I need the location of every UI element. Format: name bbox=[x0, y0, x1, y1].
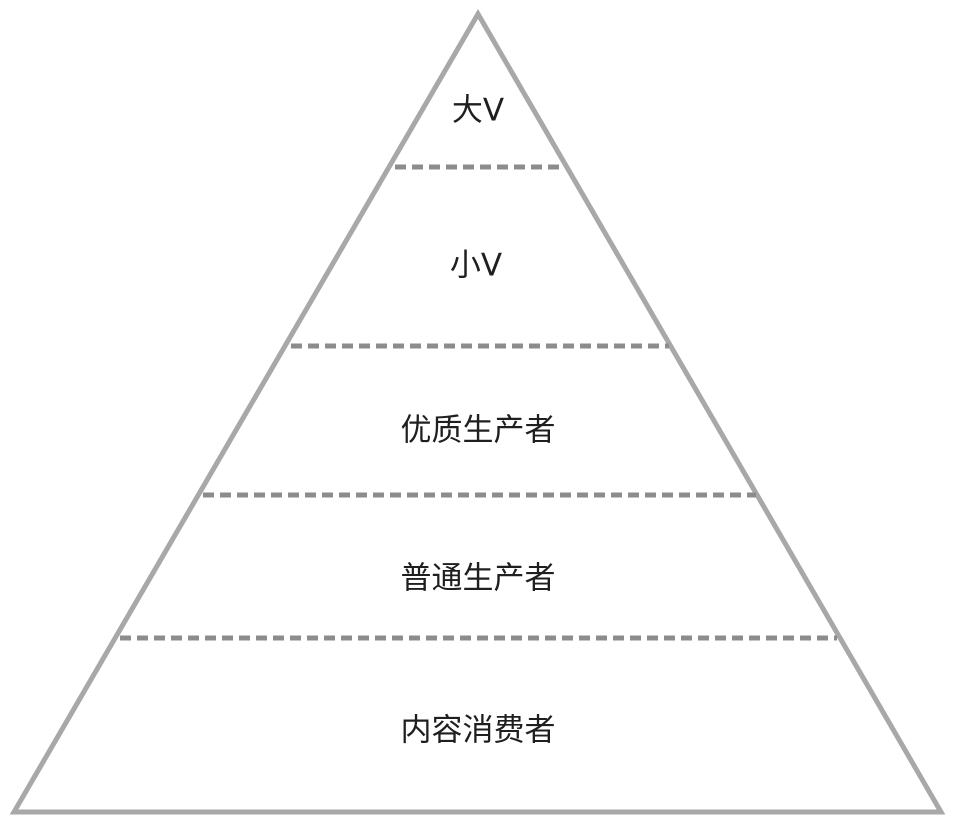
tier-label-second: 小V bbox=[450, 248, 502, 284]
tier-label-top: 大V bbox=[452, 93, 504, 129]
pyramid-outline bbox=[9, 9, 946, 815]
tier-label-third: 优质生产者 bbox=[401, 413, 556, 449]
tier-label-base: 内容消费者 bbox=[401, 713, 556, 749]
tier-label-fourth: 普通生产者 bbox=[401, 561, 556, 597]
